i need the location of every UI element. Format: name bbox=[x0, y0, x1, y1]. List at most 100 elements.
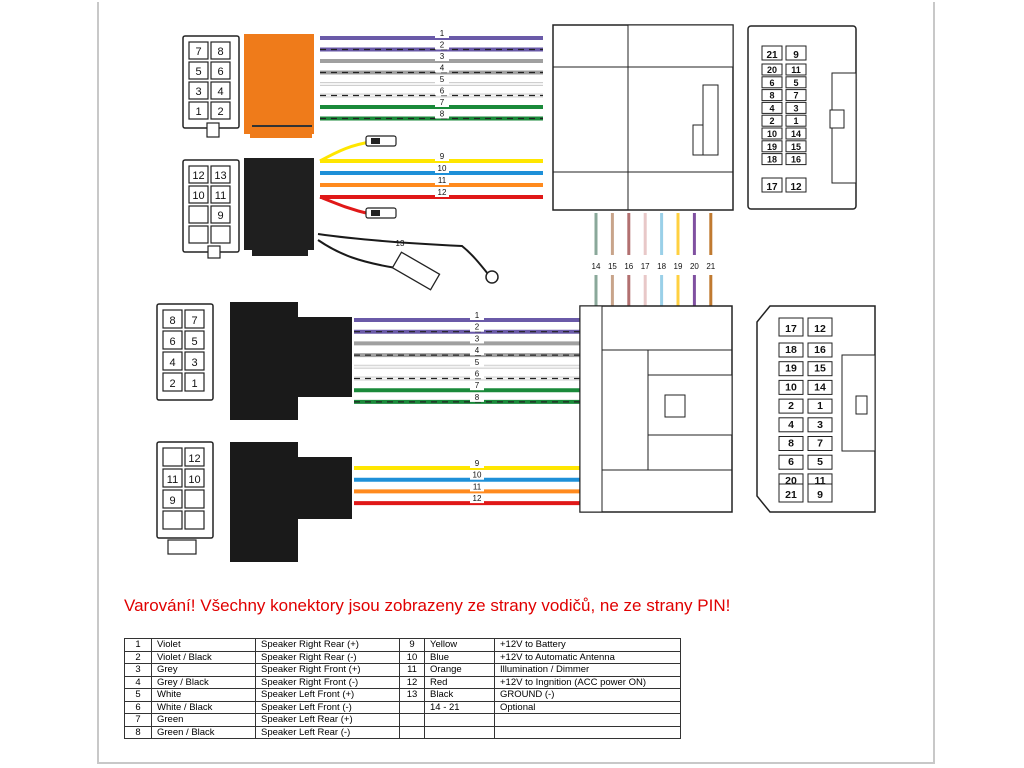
pin-label: 5 bbox=[793, 78, 798, 88]
wire-number-label: 5 bbox=[475, 358, 480, 367]
pin-cell bbox=[778, 317, 804, 337]
iso-latch bbox=[207, 245, 221, 259]
pin-label: 3 bbox=[817, 419, 823, 431]
legend-cell-function-2: +12V to Battery bbox=[494, 638, 681, 652]
legend-cell-pin-2: 9 bbox=[399, 638, 425, 652]
pin-cell bbox=[184, 351, 205, 371]
pin-cell bbox=[785, 45, 807, 61]
legend-cell-function: Speaker Left Front (-) bbox=[255, 700, 400, 714]
wire-label-bg bbox=[435, 164, 449, 173]
pin-cell bbox=[162, 330, 183, 350]
pin-label: 3 bbox=[793, 103, 798, 113]
pin-cell bbox=[761, 177, 783, 193]
legend-cell-function: Speaker Left Front (+) bbox=[255, 688, 400, 702]
pin-cell bbox=[210, 81, 231, 100]
iso-connector-power-lip bbox=[252, 246, 308, 256]
wire-number-label: 21 bbox=[706, 262, 715, 271]
legend-cell-function-2: Illumination / Dimmer bbox=[494, 663, 681, 677]
pin-cell bbox=[188, 101, 209, 120]
pin-cell bbox=[188, 165, 209, 184]
pin-cell bbox=[162, 468, 183, 488]
pin-cell bbox=[210, 61, 231, 80]
legend-cell-pin: 2 bbox=[124, 650, 152, 664]
pin-label: 18 bbox=[767, 155, 777, 165]
wire-number-label: 6 bbox=[475, 370, 480, 379]
legend-cell-color: Grey bbox=[151, 663, 256, 677]
iso-connector-lower-speakers-collar bbox=[296, 317, 352, 397]
pin-cell bbox=[785, 177, 807, 193]
ring-terminal bbox=[485, 270, 499, 284]
warning-text: Varování! Všechny konektory jsou zobraze… bbox=[124, 596, 731, 615]
pin-label: 16 bbox=[814, 344, 826, 356]
iso-connector-lower-speakers bbox=[230, 302, 298, 420]
legend-cell-color: White bbox=[151, 688, 256, 702]
legend-cell-function: Speaker Right Front (+) bbox=[255, 663, 400, 677]
pin-label: 9 bbox=[217, 210, 223, 222]
legend-cell-pin-2: 12 bbox=[399, 675, 425, 689]
wire-label-bg bbox=[470, 494, 484, 504]
pin-cell bbox=[188, 81, 209, 100]
pin-label: 19 bbox=[785, 363, 797, 375]
wire-number-label: 7 bbox=[440, 98, 445, 107]
fuse-holder-yellow bbox=[365, 135, 397, 147]
pin-label: 15 bbox=[814, 363, 826, 375]
pin-cell bbox=[184, 447, 205, 467]
wire-number-label: 2 bbox=[440, 41, 445, 50]
legend-cell-function-2: +12V to Automatic Antenna bbox=[494, 650, 681, 664]
legend-cell-color-2: 14 - 21 bbox=[424, 700, 495, 714]
pin-cell bbox=[210, 205, 231, 224]
legend-cell-function: Speaker Left Rear (+) bbox=[255, 713, 400, 727]
pin-label: 21 bbox=[766, 50, 778, 61]
wire-label-bg bbox=[435, 86, 449, 96]
wire-number-label: 6 bbox=[440, 87, 445, 96]
legend-cell-color: Grey / Black bbox=[151, 675, 256, 689]
legend-cell-function: Speaker Right Rear (+) bbox=[255, 638, 400, 652]
wire-label-bg bbox=[470, 459, 484, 468]
pin-label: 12 bbox=[188, 453, 200, 465]
legend-cell-pin-2 bbox=[399, 700, 425, 714]
pin-label: 9 bbox=[793, 50, 799, 61]
pin-cell bbox=[188, 41, 209, 60]
pin-cell bbox=[785, 127, 807, 140]
legend-cell-color: White / Black bbox=[151, 700, 256, 714]
pin-label: 11 bbox=[814, 475, 825, 487]
legend-cell-pin-2: 11 bbox=[399, 663, 425, 677]
wire-number-label: 11 bbox=[473, 482, 482, 491]
pin-cell bbox=[785, 101, 807, 114]
pin-label: 9 bbox=[169, 495, 175, 507]
pin-cell bbox=[184, 309, 205, 329]
pin-label: 11 bbox=[167, 474, 178, 486]
pin-cell bbox=[785, 89, 807, 102]
legend-cell-color: Violet / Black bbox=[151, 650, 256, 664]
connector-key-slot bbox=[829, 109, 845, 129]
legend-cell-color-2 bbox=[424, 713, 495, 727]
ground-spade-terminal bbox=[391, 251, 441, 291]
pin-label: 9 bbox=[817, 489, 823, 501]
wire-label-bg bbox=[435, 29, 449, 38]
pin-label: 17 bbox=[766, 182, 778, 193]
pin-label: 12 bbox=[814, 323, 826, 335]
pin-label: 7 bbox=[817, 438, 823, 450]
wire-number-label: 2 bbox=[475, 323, 480, 332]
wire-number-label: 13 bbox=[396, 239, 405, 248]
wire-number-label: 14 bbox=[592, 262, 601, 271]
pin-label: 10 bbox=[192, 190, 204, 202]
legend-cell-pin: 7 bbox=[124, 713, 152, 727]
pin-label: 14 bbox=[814, 381, 826, 393]
pin-cell bbox=[778, 398, 804, 414]
iso-connector-speakers-lip bbox=[250, 130, 312, 138]
red-branch-wire bbox=[319, 195, 371, 216]
pin-label: 1 bbox=[191, 378, 197, 390]
wire-number-label: 1 bbox=[440, 29, 445, 38]
wire-number-label: 10 bbox=[473, 471, 482, 480]
iso-connector-power bbox=[244, 158, 314, 250]
legend-cell-function-2: GROUND (-) bbox=[494, 688, 681, 702]
pin-label: 3 bbox=[195, 86, 201, 98]
pin-cell bbox=[188, 61, 209, 80]
pin-cell bbox=[785, 114, 807, 127]
pin-cell bbox=[184, 468, 205, 488]
wire-label-bg bbox=[435, 98, 449, 107]
